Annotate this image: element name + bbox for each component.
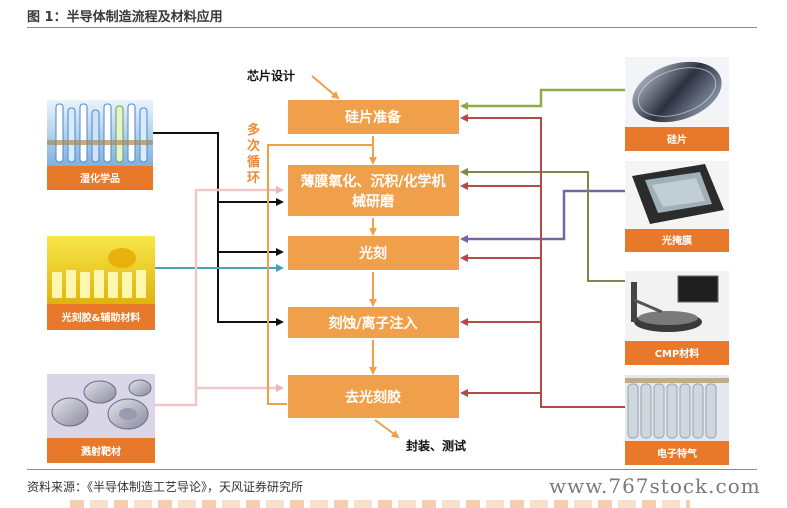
material-wet-chemicals: 湿化学品 <box>47 100 153 190</box>
sputtering-target-icon <box>47 374 155 438</box>
photomask-connector <box>460 189 625 243</box>
process-step-remove-resist: 去光刻胶 <box>288 375 459 418</box>
svg-text:环: 环 <box>247 171 260 186</box>
svg-text:循: 循 <box>247 154 260 170</box>
packaging-test-label: 封装、测试 <box>406 438 466 453</box>
silicon-wafer-icon <box>625 57 729 127</box>
process-step-thin-film: 薄膜氧化、沉积/化学机 械研磨 <box>288 165 459 216</box>
process-step-etch-implant: 刻蚀/离子注入 <box>288 307 459 338</box>
wafer-connector <box>460 88 625 110</box>
material-silicon-wafer: 硅片 <box>625 57 729 151</box>
photoresist-bottles-icon <box>47 236 155 304</box>
cmp-machine-icon <box>625 271 729 341</box>
bottom-divider <box>27 469 757 470</box>
process-step-wafer-prep: 硅片准备 <box>288 100 459 134</box>
cmp-connector <box>460 168 625 282</box>
svg-text:刻蚀/离子注入: 刻蚀/离子注入 <box>328 315 417 332</box>
svg-text:电子特气: 电子特气 <box>657 447 697 460</box>
svg-text:硅片准备: 硅片准备 <box>345 109 402 126</box>
svg-text:湿化学品: 湿化学品 <box>80 172 120 185</box>
svg-text:去光刻胶: 去光刻胶 <box>345 389 401 406</box>
specialty-gas-connectors <box>460 114 625 408</box>
top-divider <box>27 27 757 28</box>
multi-cycle-label: 多 次 循 环 <box>247 122 260 186</box>
svg-text:光掩膜: 光掩膜 <box>661 234 692 247</box>
svg-text:硅片: 硅片 <box>667 133 687 146</box>
svg-text:光刻: 光刻 <box>358 245 387 262</box>
svg-text:薄膜氧化、沉积/化学机: 薄膜氧化、沉积/化学机 <box>300 173 445 190</box>
source-note: 资料来源：《半导体制造工艺导论》，天风证券研究所 <box>27 480 304 494</box>
svg-text:械研磨: 械研磨 <box>352 193 395 210</box>
process-step-photolithography: 光刻 <box>288 236 459 270</box>
wet-chemicals-connectors <box>150 132 284 326</box>
figure-title: 图 1：半导体制造流程及材料应用 <box>27 10 223 25</box>
material-cmp: CMP材料 <box>625 271 729 365</box>
svg-text:溅射靶材: 溅射靶材 <box>81 445 121 458</box>
to-packaging-arrow <box>374 419 400 439</box>
gas-cylinders-icon <box>625 375 729 441</box>
svg-text:CMP材料: CMP材料 <box>655 347 700 360</box>
test-tubes-icon <box>47 100 153 166</box>
material-specialty-gas: 电子特气 <box>625 375 729 465</box>
design-to-prep-arrow <box>311 75 340 100</box>
svg-text:光刻胶&辅助材料: 光刻胶&辅助材料 <box>61 311 141 324</box>
decorative-stripe <box>70 500 690 508</box>
chip-design-label: 芯片设计 <box>247 68 295 83</box>
photomask-icon <box>625 161 729 229</box>
material-sputtering-target: 溅射靶材 <box>47 374 155 463</box>
material-photomask: 光掩膜 <box>625 161 729 252</box>
svg-text:次: 次 <box>247 138 260 154</box>
loop-return-line <box>267 144 373 405</box>
svg-text:多: 多 <box>247 122 260 138</box>
material-photoresist: 光刻胶&辅助材料 <box>47 236 155 330</box>
site-watermark: www.767stock.com <box>549 474 761 498</box>
